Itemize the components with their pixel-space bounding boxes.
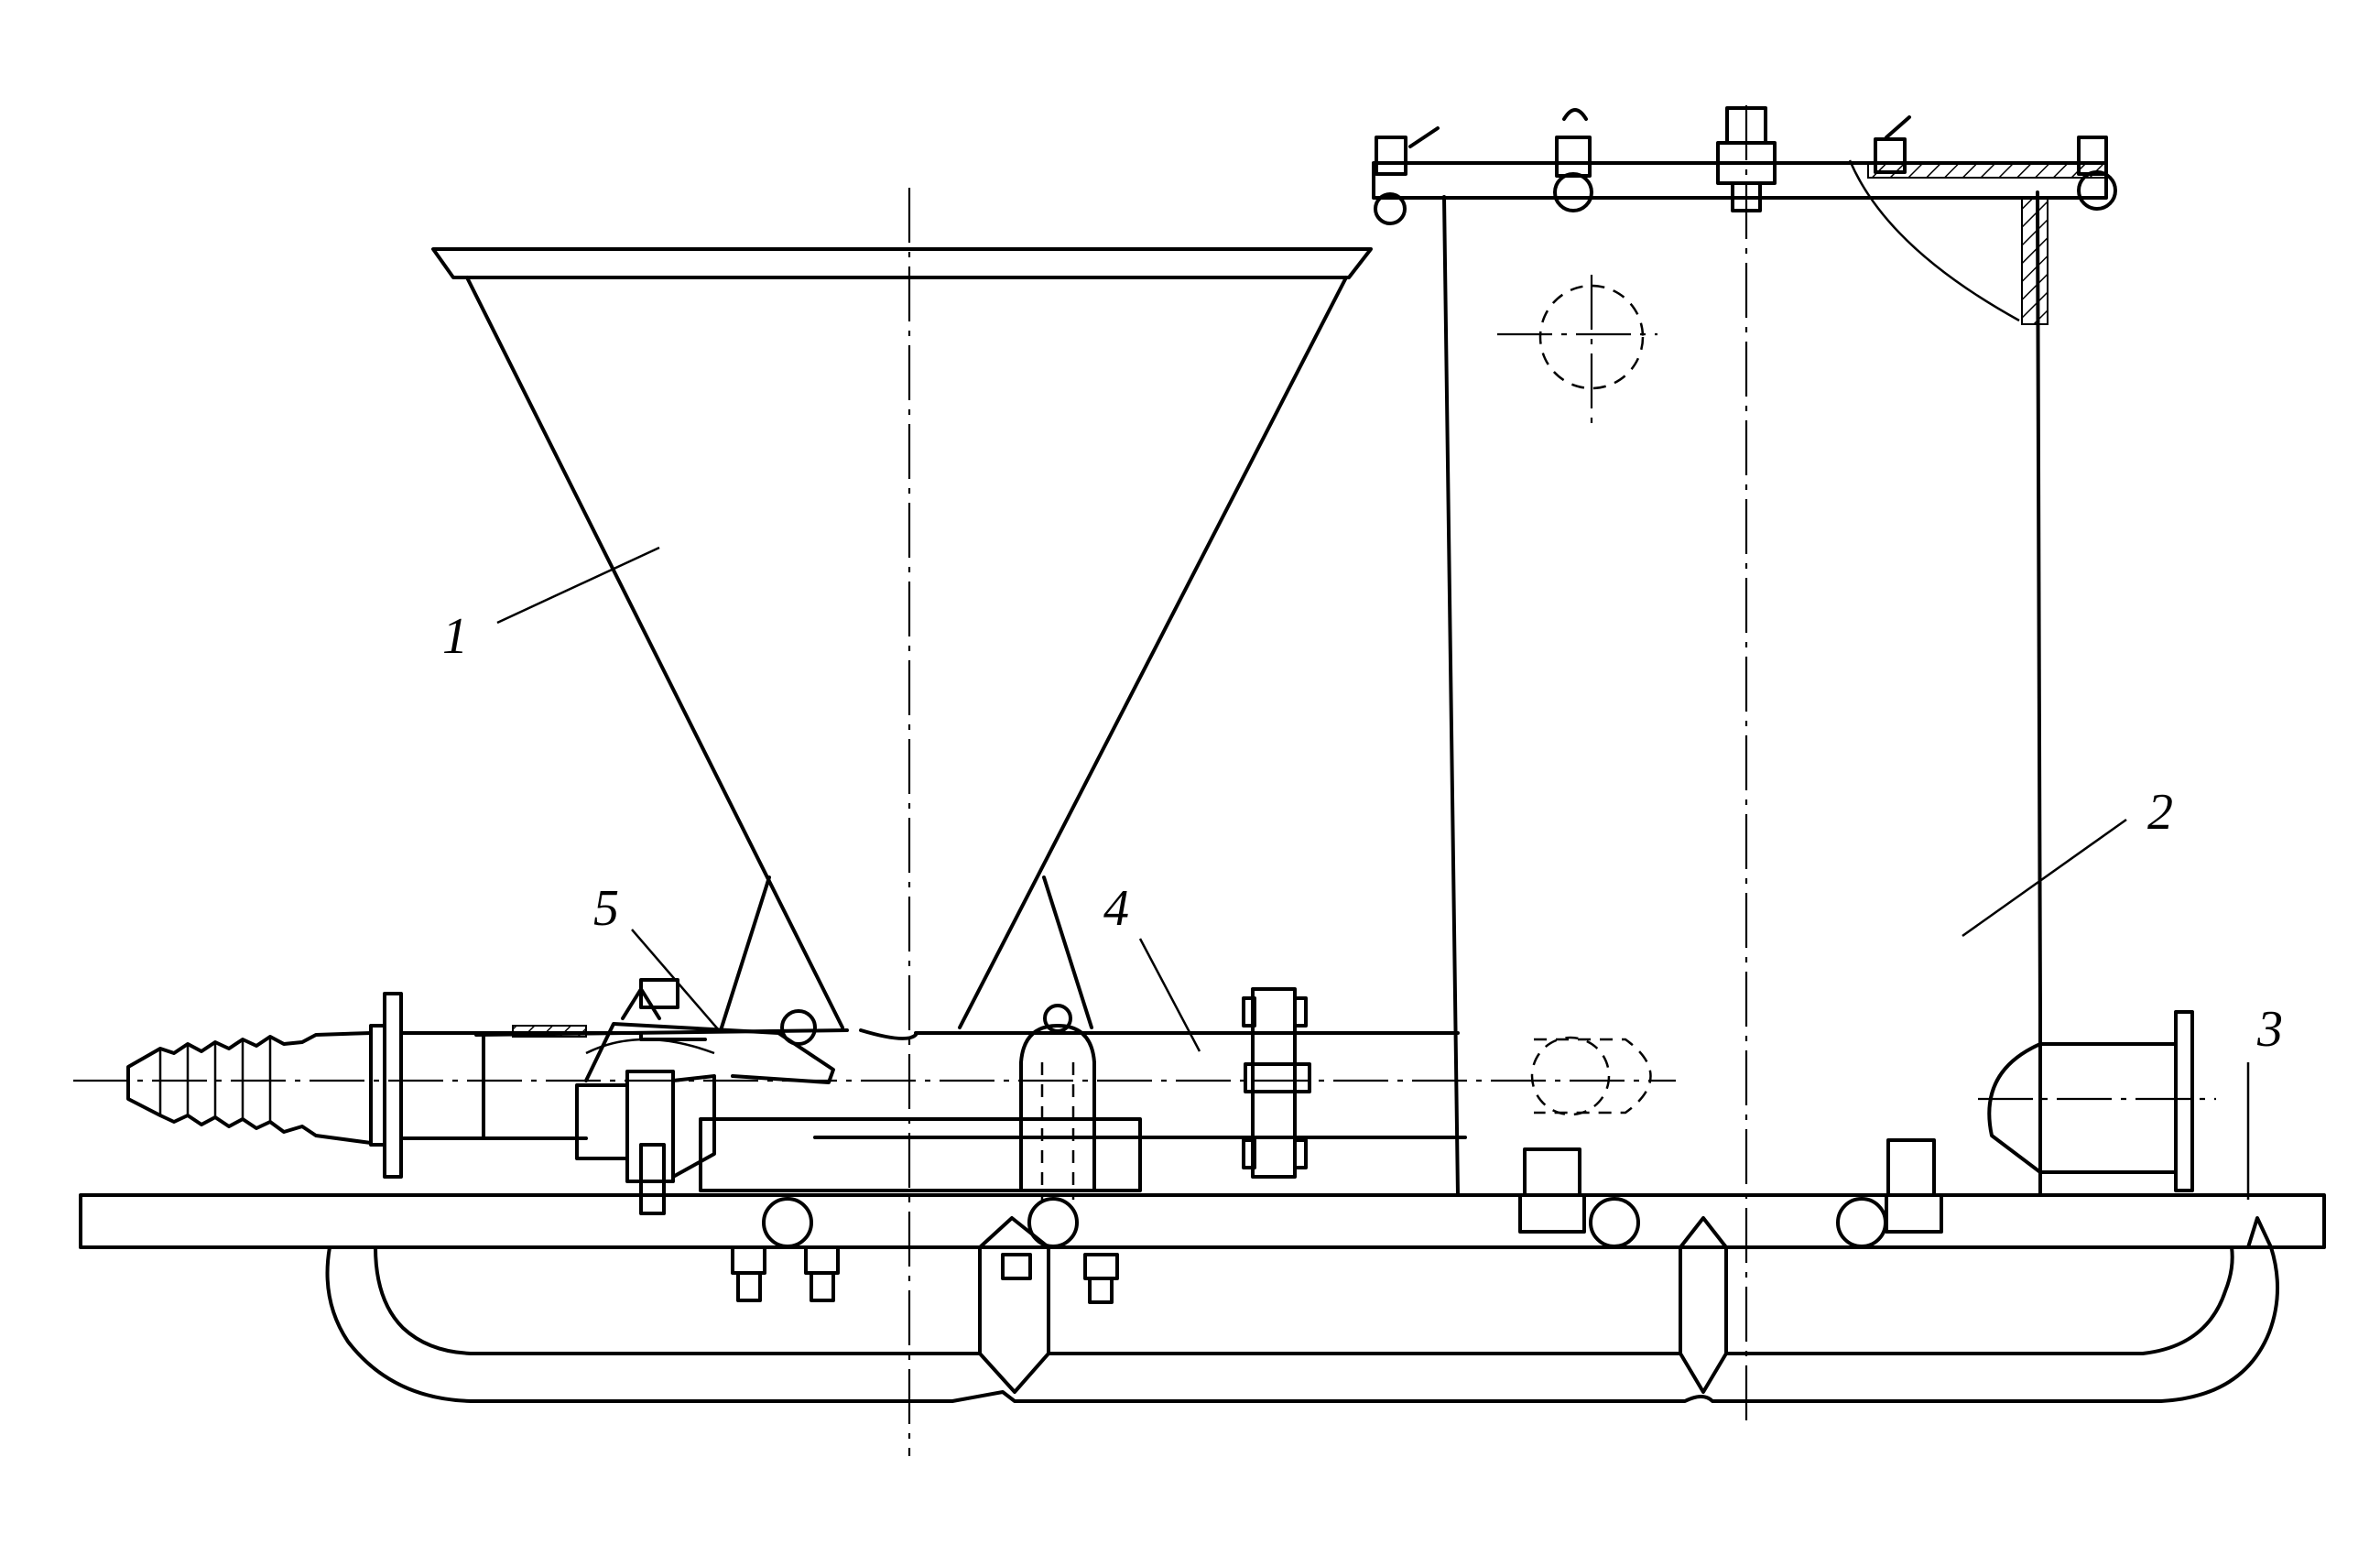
leader-tank [1962,818,2127,938]
label-valve: 5 [593,880,619,937]
hopper [431,247,1373,1029]
center-lines [73,105,2216,1456]
leader-hopper [496,546,660,625]
leader-valve [631,929,720,1031]
tank [1372,106,2194,1234]
label-tank: 2 [2147,784,2173,841]
frame-bolts [731,1197,1887,1304]
label-frame: 3 [2256,1001,2283,1058]
label-pipe: 4 [1103,880,1129,937]
base-frame [79,1193,2326,1403]
feed-pipe [474,987,1652,1200]
valve-assembly [126,978,835,1215]
top-clamps [1374,106,2117,225]
leader-pipe [1138,938,1201,1052]
callouts: 1 2 3 4 5 [442,546,2283,1200]
label-hopper: 1 [442,608,468,665]
